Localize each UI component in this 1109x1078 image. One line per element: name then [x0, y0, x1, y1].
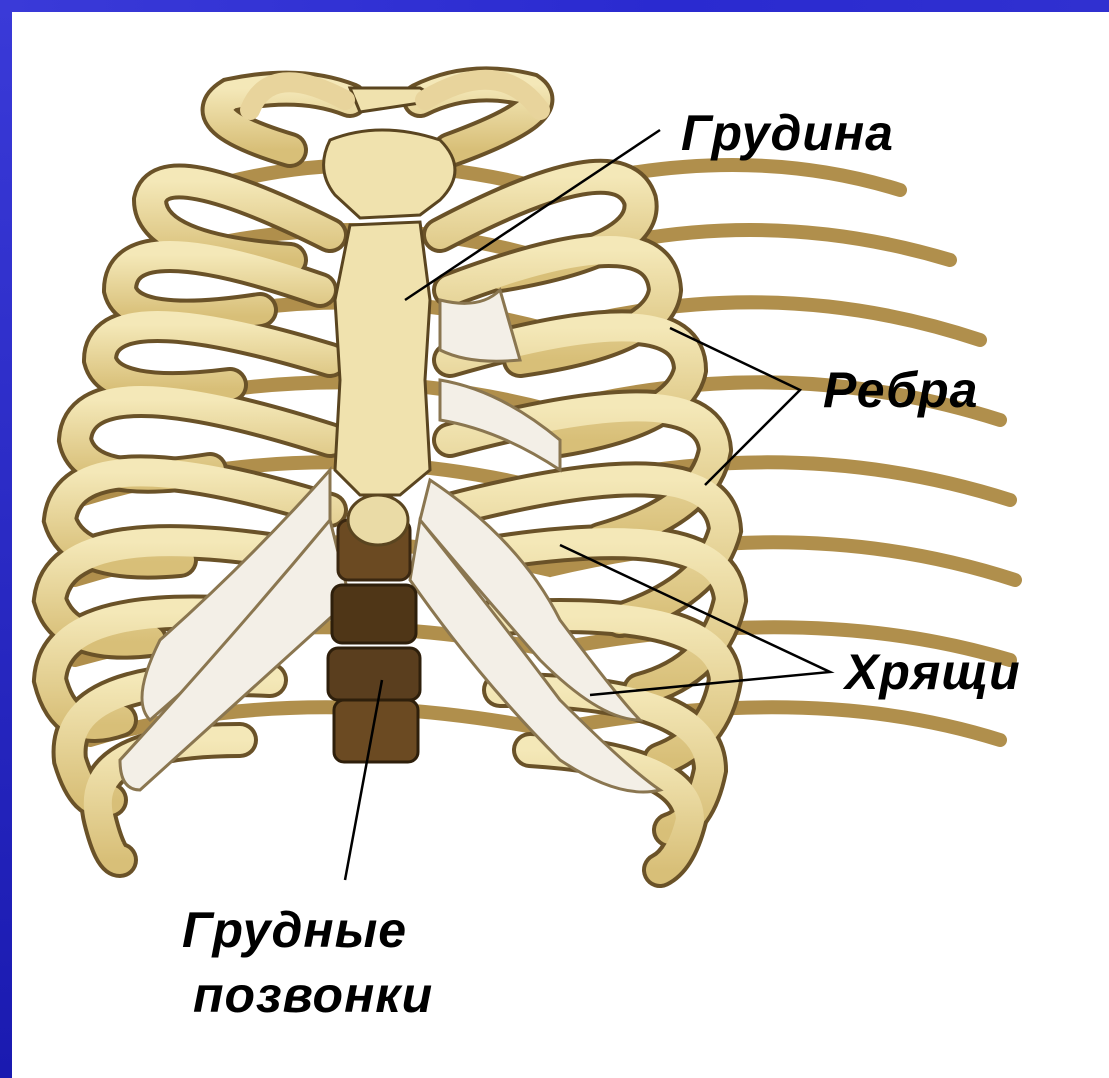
- cartilage-label: Хрящи: [845, 647, 1021, 697]
- sternum-label: Грудина: [681, 108, 894, 158]
- vertebrae-label-line1: Грудные: [182, 905, 407, 955]
- ribs-label: Ребра: [823, 365, 978, 415]
- vertebrae-label-line2: позвонки: [193, 970, 433, 1020]
